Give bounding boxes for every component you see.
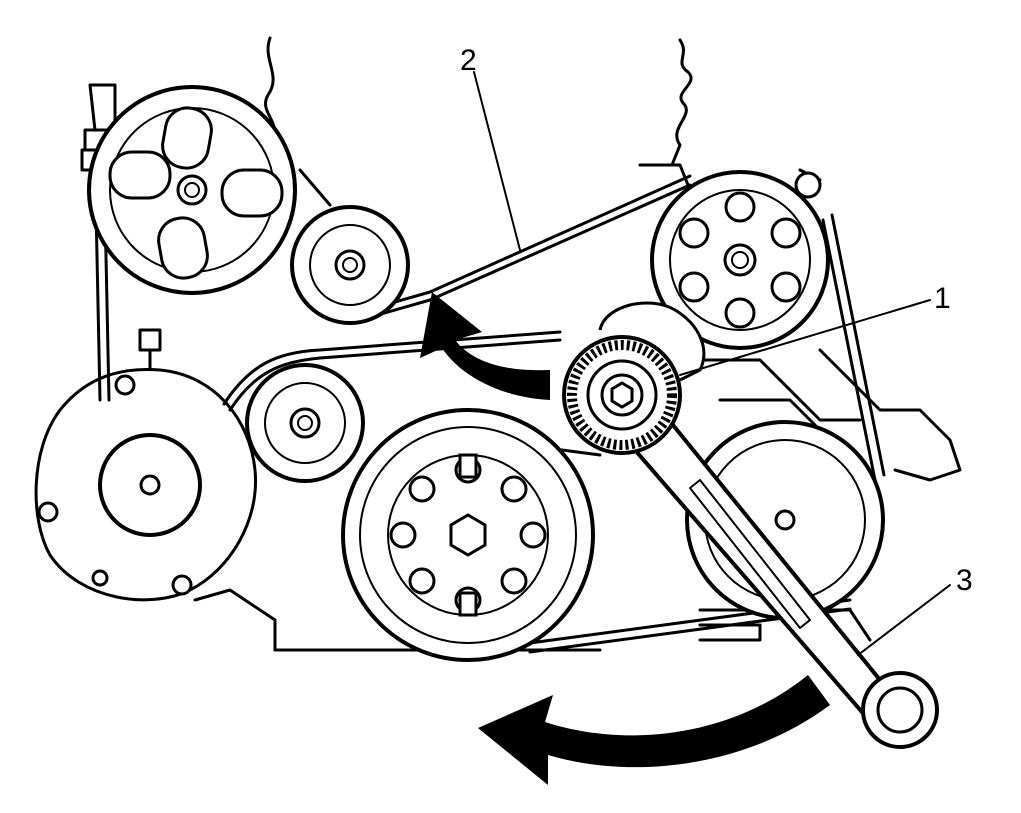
callout-label-1: 1	[934, 282, 951, 315]
wrench-direction-arrow	[478, 675, 830, 785]
belt-tensioner	[562, 335, 682, 455]
wrench-tool	[592, 379, 939, 749]
power-steering-pulley	[87, 85, 297, 295]
tensioner-direction-arrow	[420, 292, 550, 400]
callout-label-2: 2	[460, 44, 477, 77]
upper-idler-pulley	[290, 205, 410, 325]
crankshaft-pulley	[341, 408, 595, 662]
lower-idler-pulley	[245, 363, 365, 483]
callout-label-3: 3	[956, 564, 973, 597]
callout-leaders	[473, 71, 951, 656]
tensioner-bracket	[598, 301, 706, 382]
water-pump-pulley	[650, 170, 830, 350]
alternator-pulley	[98, 433, 202, 537]
